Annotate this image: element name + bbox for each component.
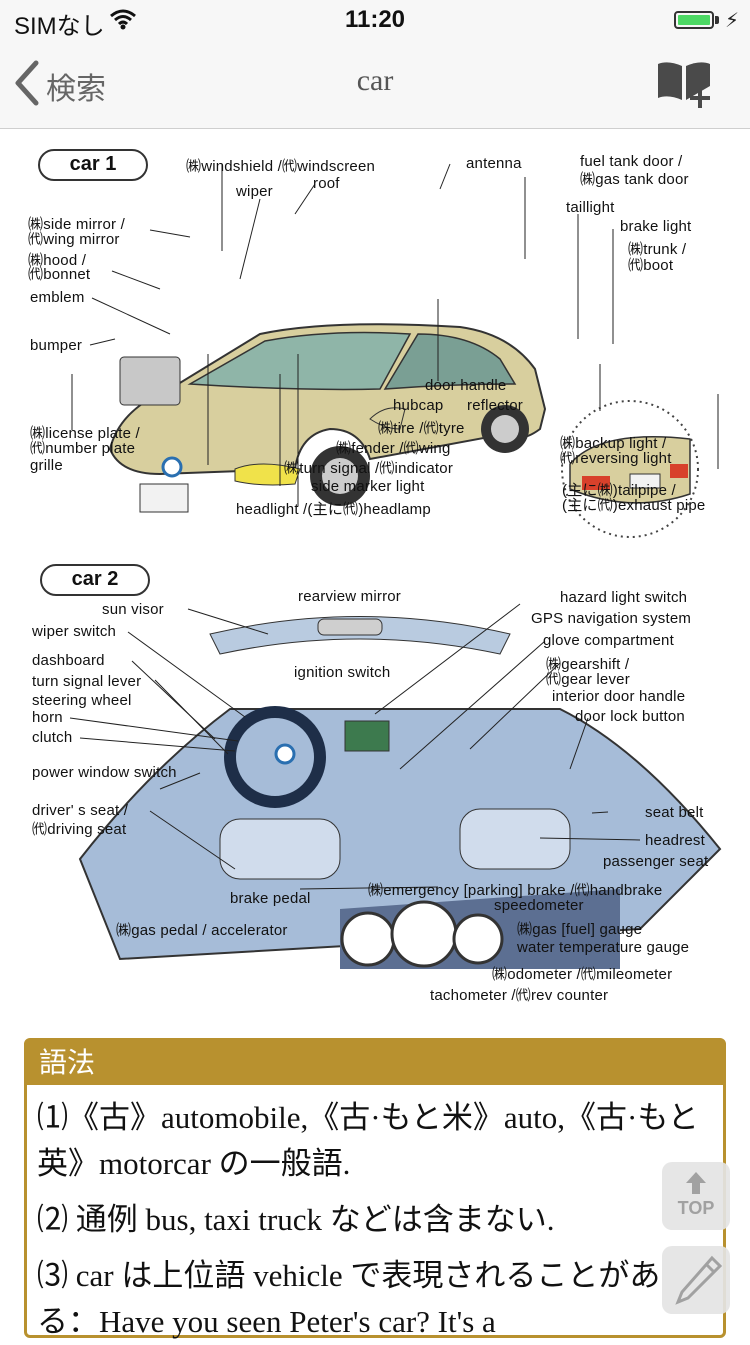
label-tailpipe-2: (主に㈹)exhaust pipe — [562, 497, 706, 514]
section-label-car1: car 1 — [38, 149, 148, 181]
label-gas-gauge: ㈱gas [fuel] gauge — [517, 921, 643, 938]
label-windshield: ㈱windshield /㈹windscreen — [186, 158, 376, 175]
status-bar: SIMなし 11:20 ⚡ — [0, 0, 750, 40]
car-exterior-illustration — [108, 323, 547, 513]
label-door-handle: door handle — [425, 377, 507, 394]
wifi-icon — [110, 8, 136, 35]
label-passenger-seat: passenger seat — [603, 853, 709, 870]
label-fuel-tank-door-1: fuel tank door / — [580, 153, 683, 170]
label-hubcap: hubcap — [393, 397, 444, 414]
usage-item: ⑴《古》automobile,《古·もと米》auto,《古·もと英》motorc… — [37, 1100, 699, 1181]
label-wiper-switch: wiper switch — [32, 623, 117, 640]
battery-tip — [715, 16, 719, 24]
clock: 11:20 — [344, 6, 406, 33]
navigation-bar: 検索 car — [0, 40, 750, 129]
label-hood-1: ㈱hood / — [28, 252, 87, 269]
carrier-text: SIMなし — [14, 13, 105, 40]
label-clutch: clutch — [32, 729, 73, 746]
label-license-plate-1: ㈱license plate / — [30, 425, 140, 442]
label-door-lock-button: door lock button — [575, 708, 685, 725]
label-drivers-seat-1: driver' s seat / — [32, 802, 129, 819]
label-license-plate-2: ㈹number plate — [30, 440, 136, 457]
label-tachometer: tachometer /㈹rev counter — [430, 987, 609, 1004]
rear-detail-illustration — [561, 400, 699, 538]
label-drivers-seat-2: ㈹driving seat — [32, 821, 127, 838]
label-side-mirror-1: ㈱side mirror / — [28, 216, 125, 233]
label-power-window-switch: power window switch — [32, 764, 177, 781]
top-button-label: TOP — [677, 1198, 715, 1218]
scroll-to-top-button[interactable]: TOP — [662, 1162, 730, 1230]
car-illustration-figure: car 1 car 2 ㈱windshield /㈹windscreen ant… — [0, 129, 750, 1009]
section-label-car2: car 2 — [40, 564, 150, 596]
label-sun-visor: sun visor — [102, 601, 164, 618]
arrow-up-icon — [686, 1172, 706, 1199]
label-roof: roof — [313, 175, 340, 192]
label-gearshift-2: ㈹gear lever — [546, 671, 630, 688]
label-water-temp-gauge: water temperature gauge — [517, 939, 690, 956]
charging-icon: ⚡ — [725, 10, 740, 32]
pencil-icon — [672, 1254, 723, 1311]
label-backup-light-2: ㈹reversing light — [560, 450, 672, 467]
label-gas-pedal: ㈱gas pedal / accelerator — [116, 922, 288, 939]
label-rearview-mirror: rearview mirror — [298, 588, 402, 605]
label-glove-compartment: glove compartment — [543, 632, 674, 649]
label-steering-wheel: steering wheel — [32, 692, 132, 709]
book-plus-icon — [654, 62, 716, 114]
label-antenna: antenna — [466, 155, 522, 172]
usage-notes-box: 語法 ⑴《古》automobile,《古·もと米》auto,《古·もと英》mot… — [24, 1038, 726, 1339]
back-button-label: 検索 — [46, 72, 106, 106]
label-bumper: bumper — [30, 337, 83, 354]
label-gps: GPS navigation system — [531, 610, 692, 627]
label-ignition-switch: ignition switch — [294, 664, 391, 681]
label-fuel-tank-door-2: ㈱gas tank door — [580, 171, 689, 188]
label-interior-door-handle: interior door handle — [552, 688, 686, 705]
label-reflector: reflector — [467, 397, 523, 414]
label-headrest: headrest — [645, 832, 705, 849]
label-backup-light-1: ㈱backup light / — [560, 435, 667, 452]
label-trunk-1: ㈱trunk / — [628, 241, 687, 258]
label-wiper: wiper — [236, 183, 273, 200]
label-seat-belt: seat belt — [645, 804, 704, 821]
label-headlight: headlight /(主に㈹)headlamp — [236, 501, 431, 518]
label-trunk-2: ㈹boot — [628, 257, 674, 274]
label-turn-signal-lever: turn signal lever — [32, 673, 142, 690]
label-odometer: ㈱odometer /㈹mileometer — [492, 966, 673, 983]
label-emergency-brake: ㈱emergency [parking] brake /㈹handbrake — [368, 882, 663, 899]
label-tire: ㈱tire /㈹tyre — [378, 420, 465, 437]
label-hood-2: ㈹bonnet — [28, 266, 91, 283]
label-horn: horn — [32, 709, 63, 726]
label-dashboard: dashboard — [32, 652, 105, 669]
label-taillight: taillight — [566, 199, 615, 216]
car-illustrations — [69, 163, 722, 969]
label-hazard-switch: hazard light switch — [560, 589, 688, 606]
label-speedometer: speedometer — [494, 897, 584, 914]
usage-item: ⑵ 通例 bus, taxi truck などは含まない. — [37, 1202, 555, 1237]
label-grille: grille — [30, 457, 63, 474]
page-title: car — [356, 64, 394, 97]
label-brake-light: brake light — [620, 218, 692, 235]
add-bookmark-button[interactable] — [654, 60, 716, 115]
battery-icon — [674, 11, 714, 29]
label-turn-signal: ㈱turn signal /㈹indicator — [284, 460, 454, 477]
car-interior-illustration — [78, 616, 722, 969]
label-gearshift-1: ㈱gearshift / — [546, 656, 630, 673]
usage-item: ⑶ car は上位語 vehicle で表現されることがある：Have you … — [37, 1258, 661, 1339]
label-fender: ㈱fender /㈹wing — [336, 440, 451, 457]
back-button[interactable]: 検索 — [14, 60, 106, 111]
label-emblem: emblem — [30, 289, 85, 306]
edit-note-button[interactable] — [662, 1246, 730, 1314]
usage-header: 語法 — [27, 1041, 723, 1085]
chevron-left-icon — [14, 60, 40, 111]
label-tailpipe-1: (主に㈱)tailpipe / — [562, 482, 676, 499]
leader-lines — [69, 163, 719, 890]
label-brake-pedal: brake pedal — [230, 890, 311, 907]
label-side-mirror-2: ㈹wing mirror — [28, 231, 120, 248]
label-side-marker: side marker light — [311, 478, 425, 495]
